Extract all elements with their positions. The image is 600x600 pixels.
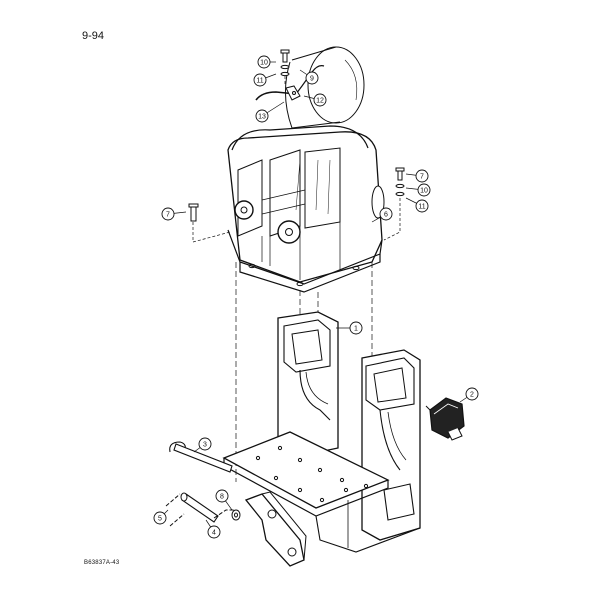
callout-circle-7 [161,207,175,221]
left-bolt [188,203,231,243]
cotter-pins [165,493,234,527]
filter-2 [425,397,465,441]
callout-label-13: 13 [258,114,266,121]
callout-circle-12 [313,93,327,107]
callout-label-6: 6 [384,212,388,219]
callout-label-12: 12 [316,98,324,105]
motor-cylinder [284,46,365,129]
callout-label-7: 7 [420,174,424,181]
callout-circle-5 [153,511,167,525]
callout-circle-4 [207,525,221,539]
callout-circle-13 [255,109,269,123]
callout-label-2: 2 [470,392,474,399]
callout-label-4: 4 [212,530,216,537]
callout-label-10: 10 [260,60,268,67]
callout-label-7: 7 [166,212,170,219]
top-bolt-stack [280,49,290,86]
pin-4 [180,492,219,523]
front-bracket [244,491,307,567]
callout-circle-10 [417,183,431,197]
callout-circle-6 [379,207,393,221]
callout-label-10: 10 [420,188,428,195]
callout-circle-8 [215,489,229,503]
callout-label-5: 5 [158,516,162,523]
figure-code: B63837A-43 [84,560,120,566]
callout-label-9: 9 [310,76,314,83]
callout-circle-11 [415,199,429,213]
callout-label-11: 11 [418,204,425,211]
callout-circle-3 [198,437,212,451]
callout-label-1: 1 [354,326,358,333]
callout-label-3: 3 [203,442,207,449]
pin-3 [169,441,233,473]
callout-label-8: 8 [220,494,224,501]
page-number: 9-94 [82,30,105,42]
main-frame [222,311,421,553]
gearbox-housing [227,125,385,293]
callout-circle-2 [465,387,479,401]
callout-circle-9 [305,71,319,85]
callout-label-11: 11 [256,78,263,85]
right-bolt-stack [383,167,405,241]
callout-circle-7 [415,169,429,183]
callout-circle-1 [349,321,363,335]
washer-8 [231,509,241,521]
callout-circle-11 [253,73,267,87]
callout-circle-10 [257,55,271,69]
